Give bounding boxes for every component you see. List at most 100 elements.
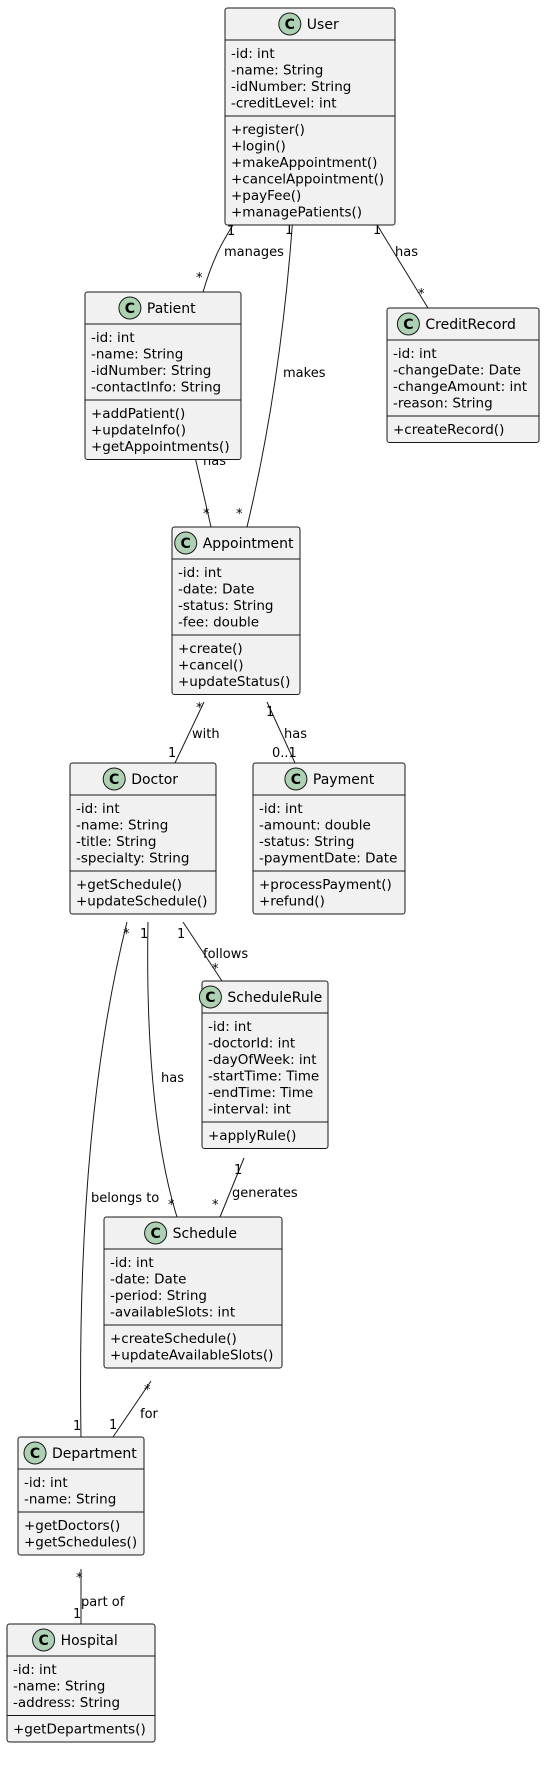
class-badge-glyph: C [30,1446,40,1462]
class-method: +processPayment() [259,877,392,893]
multiplicity-source: * [144,1383,151,1398]
association-line [246,214,294,528]
multiplicity-target: * [168,1198,175,1213]
class-attribute: -specialty: String [76,851,189,867]
class-badge-glyph: C [125,301,135,317]
association-label: generates [232,1186,298,1201]
class-name: Appointment [203,536,294,552]
class-attribute: -id: int [76,801,120,817]
class-method: +cancelAppointment() [231,172,384,188]
association-label: for [140,1407,159,1422]
multiplicity-target: 1 [109,1418,117,1433]
class-name: ScheduleRule [227,990,322,1006]
class-attribute: -id: int [110,1255,154,1271]
class-attribute: -status: String [178,598,273,614]
association-appointment-doctor: with * 1 [168,701,220,764]
class-attribute: -title: String [76,834,156,850]
association-line [112,1380,152,1438]
multiplicity-target: * [418,287,425,302]
class-method: +getSchedule() [76,877,182,893]
class-method: +createRecord() [393,422,504,438]
association-label: belongs to [91,1191,159,1206]
class-attribute: -availableSlots: int [110,1305,235,1321]
class-attribute: -startTime: Time [208,1069,319,1085]
multiplicity-source: * [196,701,203,716]
class-attribute: -id: int [91,330,135,346]
class-method: +updateStatus() [178,674,290,690]
class-box [69,762,217,915]
association-line [80,921,128,1438]
class-attribute: -id: int [13,1662,57,1678]
class-attribute: -name: String [76,818,168,834]
class-attribute: -id: int [231,46,275,62]
class-method: +applyRule() [208,1128,296,1144]
class-box [103,1216,283,1369]
class-attribute: -id: int [393,346,437,362]
association-label: has [161,1071,184,1086]
class-method: +refund() [259,894,325,910]
class-badge-icon [174,531,198,555]
association-label: has [284,727,307,742]
class-box [84,291,242,460]
class-name: User [307,17,339,33]
class-attribute: -interval: int [208,1102,291,1118]
association-line [182,921,223,982]
class-attribute: -doctorId: int [208,1036,295,1052]
class-badge-glyph: C [285,17,295,33]
class-attribute: -idNumber: String [91,363,211,379]
class-attribute: -dayOfWeek: int [208,1052,317,1068]
class-attribute: -id: int [178,565,222,581]
multiplicity-target: * [212,1198,219,1213]
class-attribute: -paymentDate: Date [259,851,397,867]
class-attribute: -contactInfo: String [91,380,221,396]
class-method: +getDepartments() [13,1722,146,1738]
association-line [147,921,178,1218]
multiplicity-target: * [212,962,219,977]
class-badge-icon [278,12,302,36]
multiplicity-target: * [203,507,210,522]
association-department-hospital: part of*1 [73,1569,125,1624]
class-attribute: -reason: String [393,396,493,412]
multiplicity-target: 1 [73,1607,81,1622]
multiplicity-source: * [76,1571,83,1586]
class-attribute: -date: Date [178,582,254,598]
class-attribute: -name: String [231,63,323,79]
class-method: +makeAppointment() [231,155,377,171]
class-attribute: -address: String [13,1695,120,1711]
multiplicity-source: 1 [234,1163,242,1178]
association-line [219,1157,245,1218]
class-badge-icon [144,1221,168,1245]
class-badge-glyph: C [291,772,301,788]
multiplicity-target: 1 [168,746,176,761]
class-badge-glyph: C [109,772,119,788]
class-method: +managePatients() [231,205,362,221]
class-badge-icon [32,1628,56,1652]
class-attribute: -period: String [110,1288,207,1304]
association-doctor-department: belongs to * 1 [73,921,159,1438]
class-method: +create() [178,641,243,657]
class-attribute: -amount: double [259,818,371,834]
class-name: Patient [147,301,196,317]
association-line [266,701,296,764]
association-label: manages [224,245,284,260]
class-badge-icon [118,296,142,320]
class-badge-icon [23,1441,47,1465]
class-method: +login() [231,139,286,155]
class-method: +payFee() [231,188,301,204]
class-attribute: -changeDate: Date [393,363,521,379]
class-attribute: -name: String [13,1679,105,1695]
class-badge-glyph: C [38,1633,48,1649]
association-label: with [192,727,220,742]
class-name: CreditRecord [425,317,515,333]
multiplicity-source: 1 [266,705,274,720]
